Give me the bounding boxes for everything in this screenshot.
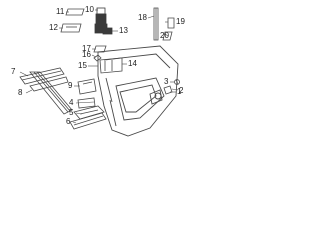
part-7-trim-strip	[19, 67, 69, 92]
callout-5: 5	[69, 108, 74, 117]
leader-18	[147, 15, 155, 19]
callout-16: 16	[82, 50, 91, 59]
callout-18: 18	[138, 13, 147, 22]
callout-12: 12	[49, 23, 58, 32]
part-6-pocket	[69, 112, 107, 130]
callout-15: 15	[78, 61, 87, 70]
callout-14: 14	[128, 59, 137, 68]
callout-11: 11	[56, 7, 65, 16]
part-5-armrest	[73, 105, 105, 120]
callout-19: 19	[176, 17, 185, 26]
leader-4	[75, 101, 95, 104]
part-17-clip	[93, 45, 107, 53]
callout-4: 4	[69, 98, 74, 107]
callout-8: 8	[18, 88, 23, 97]
parts-diagram	[19, 7, 180, 137]
part-12-pad	[60, 23, 82, 33]
callout-13: 13	[119, 26, 128, 35]
leader-20	[164, 33, 169, 37]
leader-5	[75, 112, 83, 115]
callout-1: 1	[177, 87, 182, 96]
part-9-bracket	[77, 78, 97, 95]
callout-10: 10	[85, 5, 94, 14]
part-2-clip	[163, 85, 173, 95]
part-14-switch	[99, 57, 123, 74]
leader-16	[91, 54, 97, 58]
part-13-connector	[102, 27, 113, 35]
part-20-pillar-clip	[162, 31, 173, 41]
part-1-door-panel	[97, 45, 179, 137]
part-11-pad	[65, 8, 85, 16]
part-16-tab	[93, 54, 102, 62]
callout-9: 9	[68, 81, 73, 90]
leader-lines	[19, 9, 179, 124]
part-4-insert	[77, 97, 96, 109]
part-8-trim-panel	[29, 71, 73, 115]
leader-2	[171, 88, 179, 91]
leader-7	[19, 71, 29, 77]
callout-20: 20	[160, 31, 169, 40]
callout-6: 6	[66, 117, 71, 126]
part-3-fastener	[174, 79, 180, 85]
part-19-pillar-cover	[167, 17, 175, 29]
leader-8	[25, 89, 33, 94]
part-18-pillar-trim	[153, 7, 159, 41]
callout-3: 3	[164, 77, 169, 86]
callout-7: 7	[11, 67, 16, 76]
callout-2: 2	[179, 86, 184, 95]
leader-6	[72, 121, 77, 124]
callout-17: 17	[82, 44, 91, 53]
